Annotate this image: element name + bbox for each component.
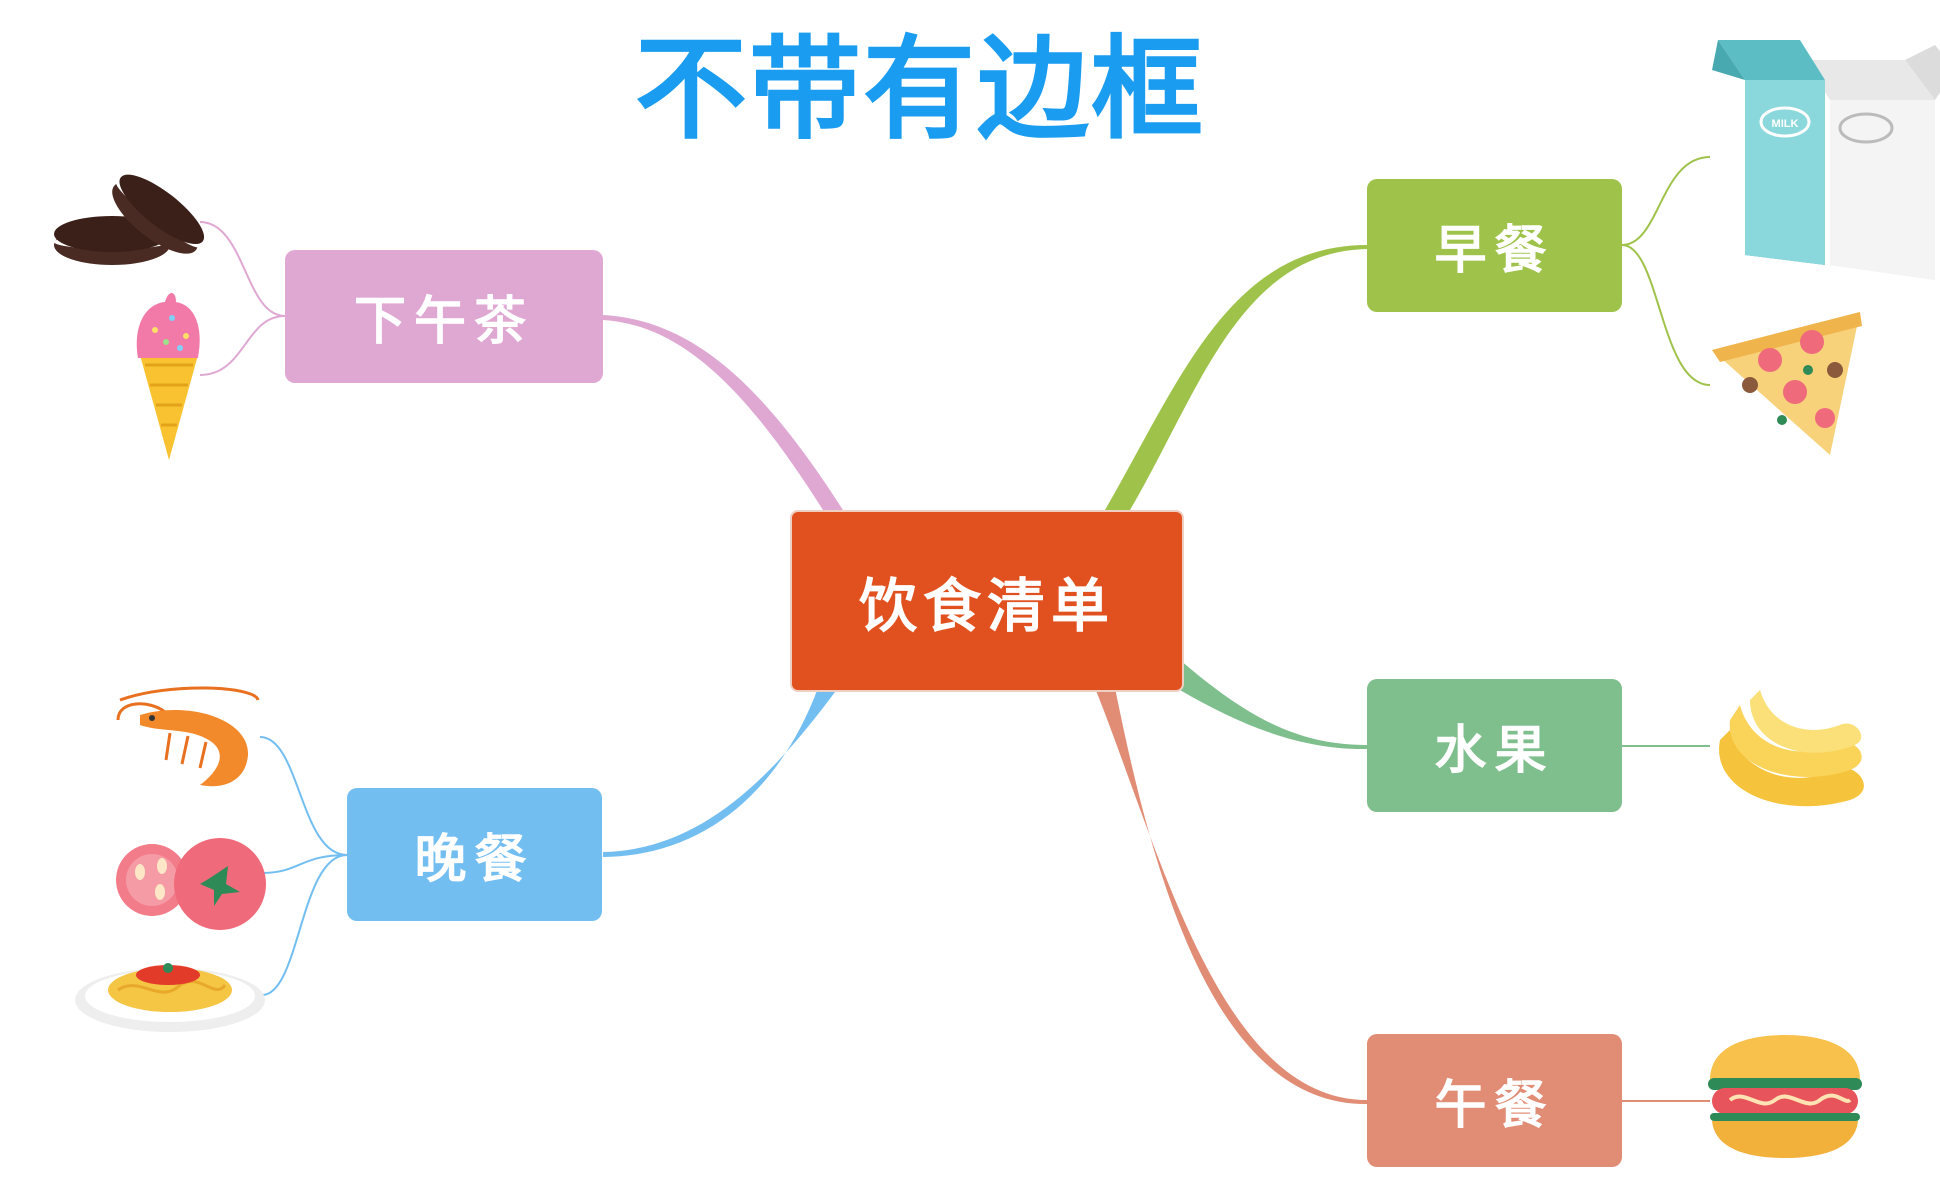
branch-node-afternoon-tea[interactable]: 下午茶 — [285, 250, 603, 383]
leaf-connector-shrimp — [259, 736, 348, 856]
root-node[interactable]: 饮食清单 — [790, 510, 1184, 692]
branch-label-lunch: 午餐 — [1434, 1076, 1555, 1136]
shrimp-icon — [116, 686, 260, 787]
branch-label-dinner: 晚餐 — [414, 830, 535, 890]
connector-lunch — [1095, 688, 1367, 1105]
leaf-connector-tomato — [261, 854, 348, 874]
leaf-connector-oreo — [199, 221, 286, 317]
branch-node-breakfast[interactable]: 早餐 — [1367, 179, 1622, 312]
oreo-cookie-icon — [54, 174, 205, 265]
branch-node-dinner[interactable]: 晚餐 — [347, 788, 602, 921]
leaf-connector-pizza — [1621, 244, 1711, 386]
milk-carton-icon: MILK — [1712, 40, 1940, 280]
connector-dinner — [603, 688, 838, 857]
spaghetti-icon — [75, 963, 265, 1032]
branch-label-breakfast: 早餐 — [1434, 221, 1555, 281]
branch-label-afternoon-tea: 下午茶 — [353, 292, 534, 352]
leaf-connector-icecream — [199, 315, 286, 376]
hot-dog-icon — [1708, 1035, 1862, 1158]
milk-carton-label: MILK — [1772, 118, 1799, 130]
banana-icon — [1719, 690, 1864, 807]
leaf-connector-spaghetti — [261, 854, 348, 996]
page-title: 不带有边框 — [635, 25, 1205, 155]
branch-node-fruit[interactable]: 水果 — [1367, 679, 1622, 812]
leaf-connector-milk — [1621, 156, 1711, 246]
pizza-slice-icon — [1712, 312, 1862, 455]
connector-fruit — [1180, 660, 1367, 750]
connector-breakfast — [1105, 245, 1367, 510]
connector-afternoon — [603, 315, 843, 510]
branch-label-fruit: 水果 — [1434, 721, 1555, 781]
ice-cream-cone-icon — [136, 293, 200, 460]
root-node-label: 饮食清单 — [858, 572, 1115, 640]
tomato-icon — [116, 838, 266, 930]
branch-node-lunch[interactable]: 午餐 — [1367, 1034, 1622, 1167]
